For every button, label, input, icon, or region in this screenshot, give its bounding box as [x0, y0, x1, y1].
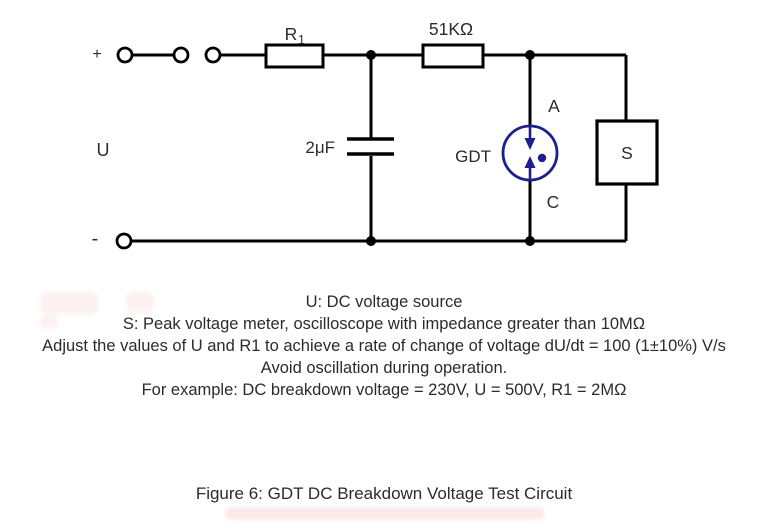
- junction-dot: [366, 236, 376, 246]
- watermark-smudge: [40, 292, 98, 314]
- notes-block: U: DC voltage source S: Peak voltage met…: [0, 291, 768, 401]
- gdt-arrow-up-head: [524, 156, 536, 168]
- watermark-band: [225, 507, 545, 520]
- note-line: Avoid oscillation during operation.: [260, 359, 508, 377]
- note-line: S: Peak voltage meter, oscilloscope with…: [122, 315, 646, 333]
- junction-dot: [525, 50, 535, 60]
- gdt-gas-dot: [537, 153, 547, 163]
- label-51k: 51KΩ: [429, 19, 473, 39]
- label-cathode: C: [547, 192, 560, 212]
- label-plus: +: [92, 46, 101, 63]
- gdt-symbol: [501, 124, 559, 182]
- terminal-plus-outer: [116, 46, 134, 64]
- wires: [131, 53, 628, 243]
- label-minus: -: [92, 228, 99, 250]
- resistor-r1: [264, 43, 325, 69]
- figure-caption: Figure 6: GDT DC Breakdown Voltage Test …: [195, 484, 573, 503]
- junction-dot: [366, 50, 376, 60]
- terminal-minus: [115, 232, 133, 250]
- label-gdt: GDT: [455, 147, 491, 166]
- junction-dot: [525, 236, 535, 246]
- watermark-smudge: [126, 292, 154, 312]
- label-source: U: [97, 140, 110, 160]
- label-anode: A: [548, 96, 560, 116]
- label-r1: R: [285, 24, 298, 44]
- label-meter: S: [621, 143, 633, 163]
- meter-box: [595, 119, 659, 186]
- note-line: Adjust the values of U and R1 to achieve…: [42, 337, 726, 355]
- note-line: U: DC voltage source: [305, 293, 463, 311]
- note-line: For example: DC breakdown voltage = 230V…: [141, 381, 627, 399]
- gdt-circle: [501, 124, 559, 182]
- label-r1-subscript: 1: [298, 33, 305, 47]
- resistor-51k: [421, 43, 485, 69]
- circuit-diagram: + - U R 1 51KΩ 2μF GDT A C S: [92, 19, 659, 250]
- junctions: [366, 50, 535, 246]
- terminal-link-left: [172, 46, 190, 64]
- watermark-smudge: [40, 315, 58, 329]
- gdt-arrow-down-head: [524, 138, 536, 150]
- capacitor: [347, 137, 394, 156]
- label-capacitor: 2μF: [305, 138, 335, 157]
- terminal-link-right: [204, 46, 222, 64]
